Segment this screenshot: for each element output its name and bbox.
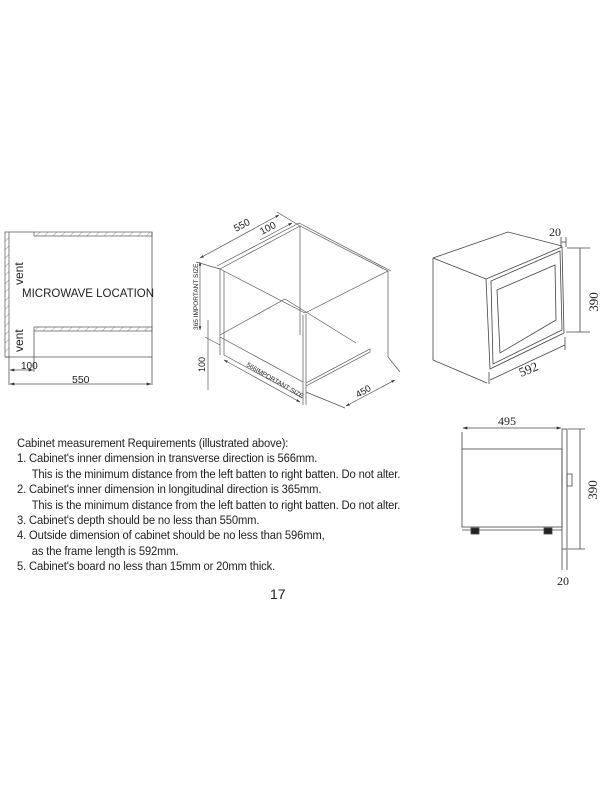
requirement-item-2: 2. Cabinet's inner dimension in longitud…: [17, 482, 322, 497]
requirement-item-5: 5. Cabinet's board no less than 15mm or …: [17, 559, 276, 574]
side-dim-frame-thickness: 20: [557, 574, 569, 588]
front-dim-height: 390: [586, 292, 600, 312]
microwave-side-figure: [461, 426, 585, 570]
iso-dim-base: 100: [197, 357, 207, 372]
side-dim-height: 390: [585, 480, 600, 500]
iso-dim-width-important: 566IMPORTANT SIZE: [245, 362, 305, 401]
top-shelf: [33, 231, 153, 237]
iso-dim-depth: 550: [232, 217, 252, 235]
side-dim-depth: 495: [498, 414, 516, 428]
front-dim-width: 592: [517, 359, 541, 380]
requirements-title: Cabinet measurement Requirements (illust…: [17, 436, 289, 450]
cabinet-requirements: Cabinet measurement Requirements (illust…: [17, 436, 401, 575]
microwave-front-figure: [432, 231, 590, 384]
vent-bottom-label: vent: [12, 329, 26, 352]
iso-dim-height-important: 365 IMPORTANT SIZE: [193, 263, 200, 330]
requirement-note-4: as the frame length is 592mm.: [31, 543, 179, 558]
bottom-shelf: [33, 326, 153, 332]
requirement-item-1: 1. Cabinet's inner dimension in transver…: [17, 451, 318, 466]
requirement-note-1: This is the minimum distance from the le…: [31, 466, 401, 481]
requirement-item-4: 4. Outside dimension of cabinet should b…: [17, 528, 325, 543]
requirement-note-2: This is the minimum distance from the le…: [31, 497, 401, 512]
location-section-figure: [4, 231, 153, 386]
iso-dim-side: 450: [354, 383, 373, 400]
dim-location-depth: 550: [72, 374, 90, 386]
left-wall: [4, 231, 10, 358]
front-dim-frame-thickness: 20: [549, 225, 561, 239]
microwave-location-label: MICROWAVE LOCATION: [22, 288, 154, 300]
cabinet-isometric-figure: [195, 211, 401, 409]
vent-top-label: vent: [12, 262, 26, 285]
page-number: 17: [270, 586, 286, 602]
dim-left-offset: 100: [21, 361, 38, 372]
requirement-item-3: 3. Cabinet's depth should be no less tha…: [17, 513, 260, 528]
